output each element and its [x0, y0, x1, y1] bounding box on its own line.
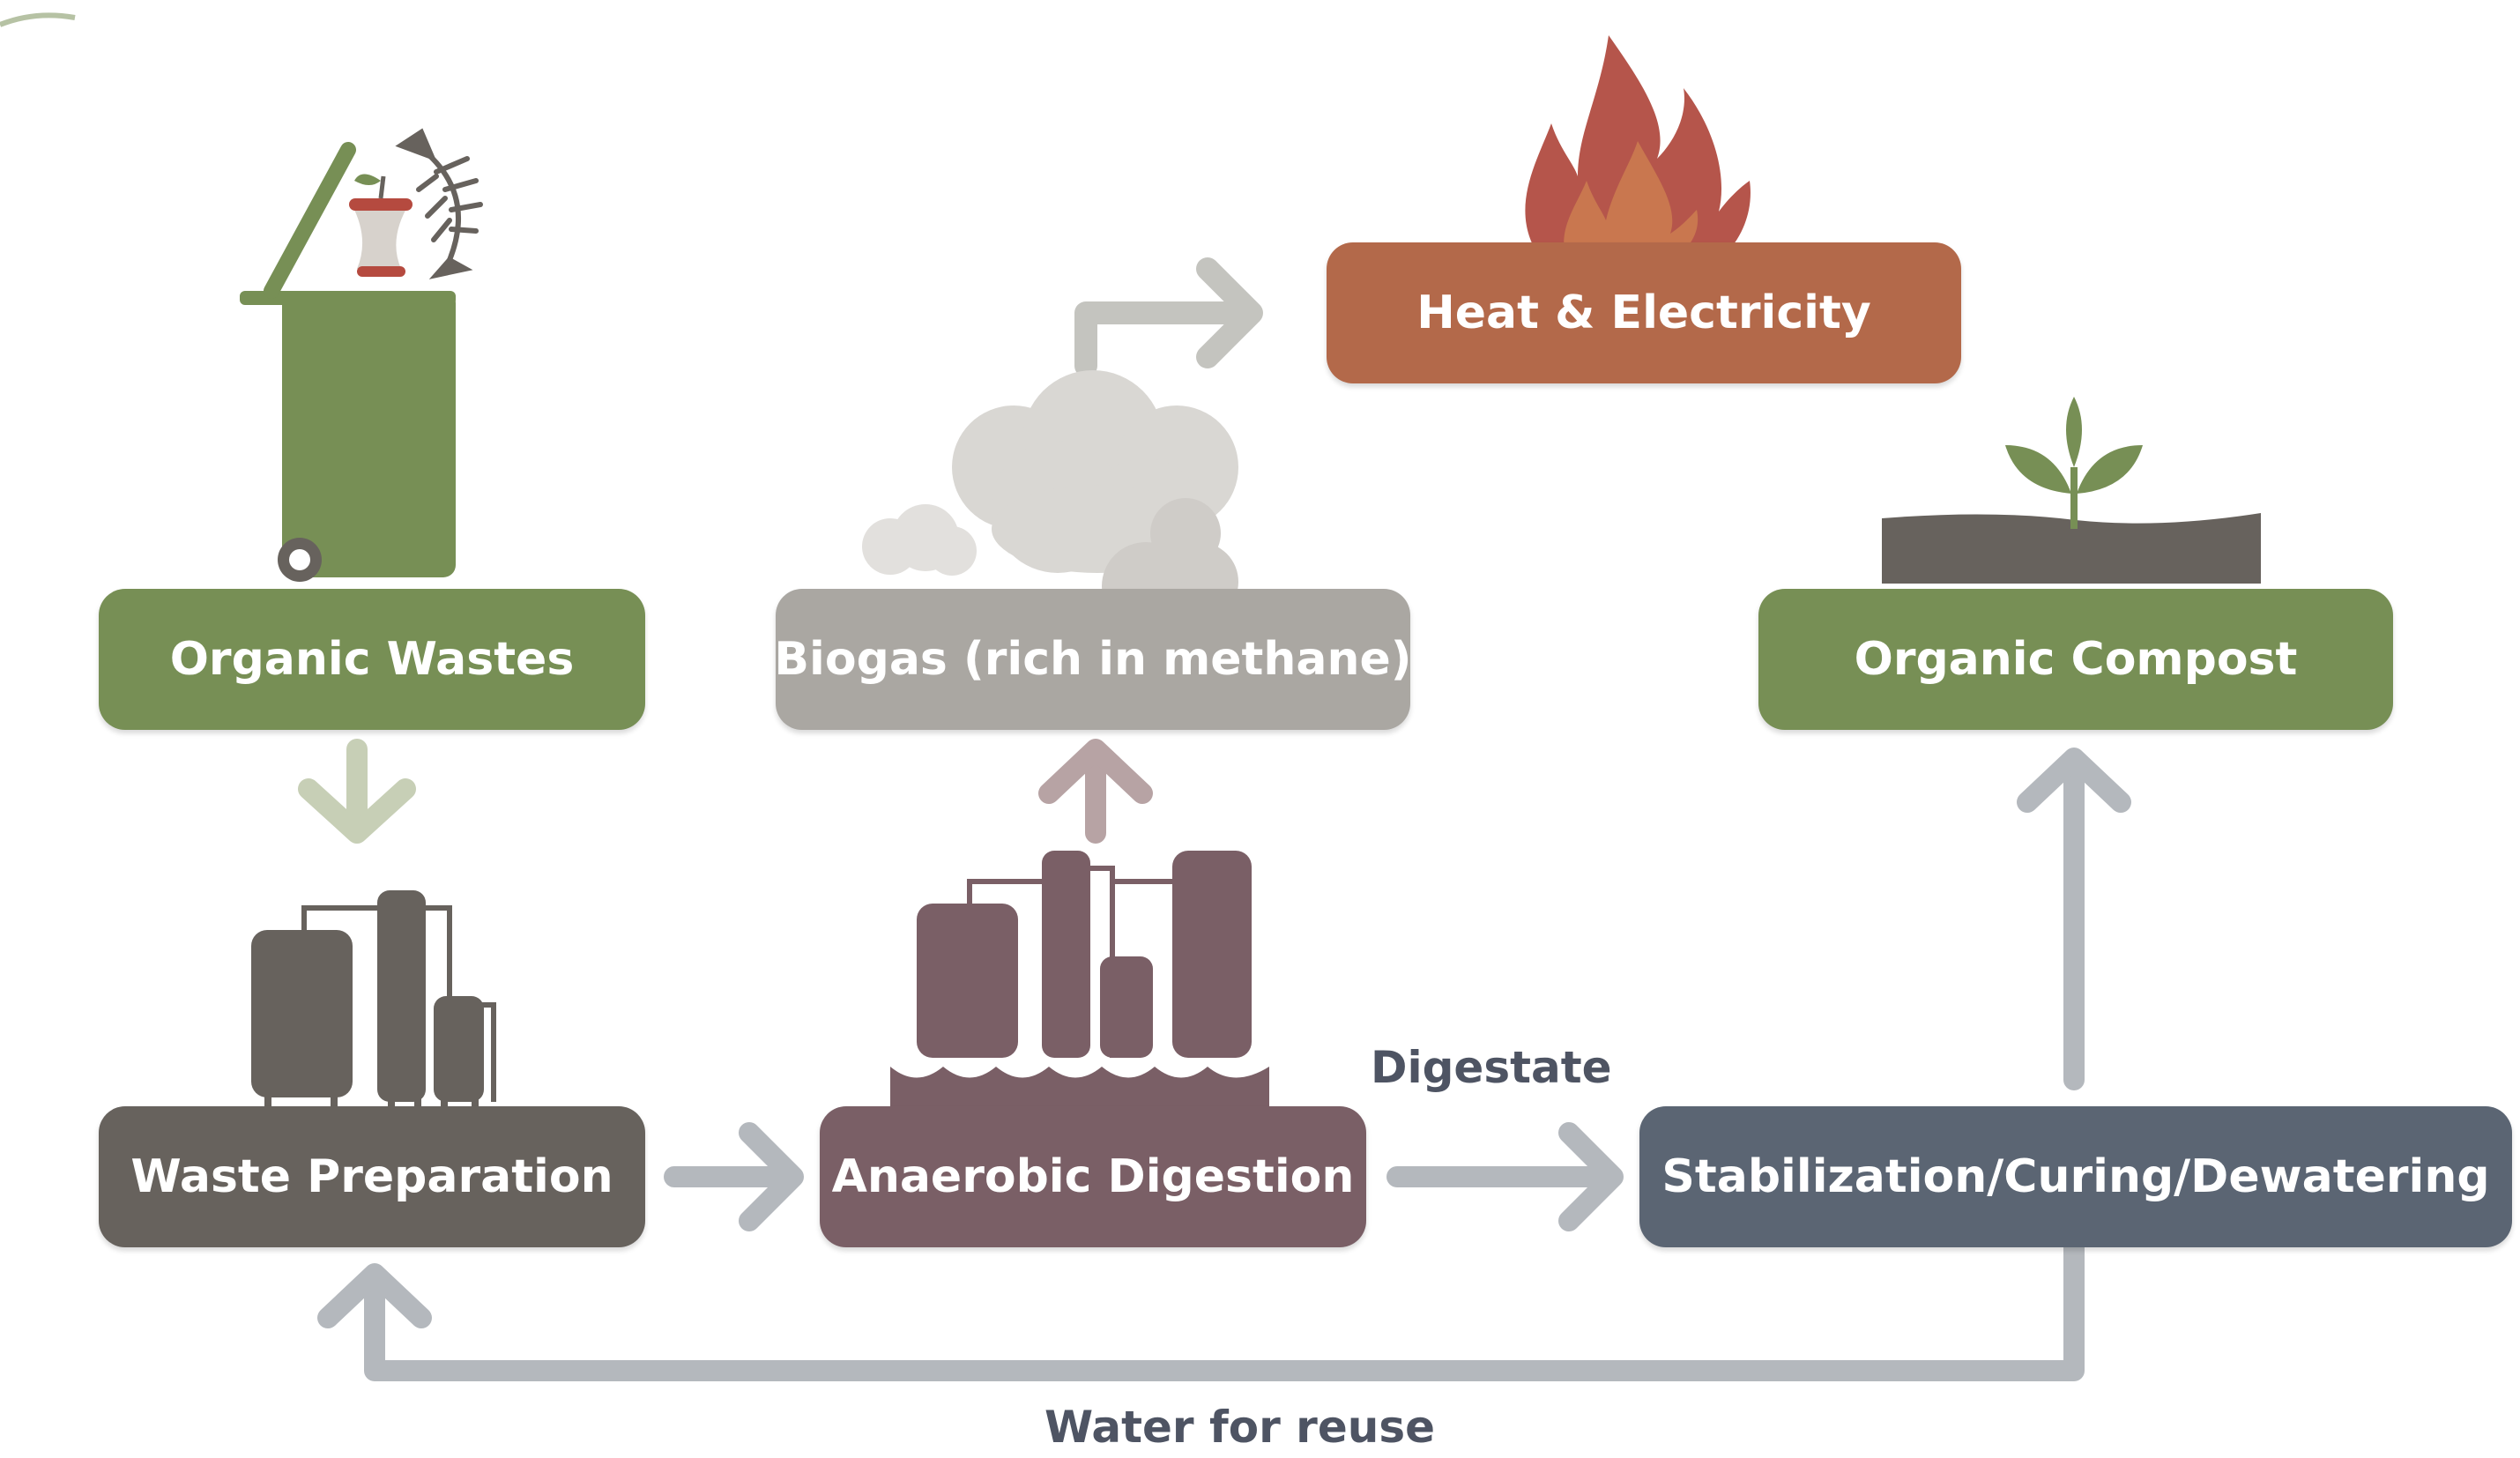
arrow-wastes-to-preparation — [298, 739, 416, 844]
preparation-tanks-icon — [251, 890, 496, 1111]
flame-icon — [1525, 35, 1751, 256]
arrow-preparation-to-digestion — [664, 1122, 804, 1231]
node-biogas: Biogas (rich in methane) — [774, 589, 1412, 730]
corner-decoration — [0, 12, 76, 27]
digester-tanks-icon — [890, 851, 1269, 1115]
node-heat-electricity: Heat & Electricity — [1327, 242, 1961, 383]
node-waste-preparation: Waste Preparation — [99, 1106, 645, 1247]
node-stabilization: Stabilization/Curing/Dewatering — [1639, 1106, 2512, 1247]
apple-core-icon — [349, 174, 413, 277]
soil-sprout-icon — [1882, 397, 2261, 584]
arrow-water-for-reuse — [317, 1237, 2085, 1381]
label-digestate: Digestate — [1371, 1042, 1612, 1093]
green-bin-icon — [240, 142, 456, 582]
label-water-for-reuse: Water for reuse — [1044, 1402, 1435, 1453]
arrow-stabilization-to-compost — [2017, 748, 2131, 1090]
arrow-digestion-to-biogas — [1038, 739, 1153, 844]
fish-bone-icon — [395, 128, 483, 279]
arrow-digestion-to-stabilization — [1386, 1122, 1624, 1231]
node-anaerobic-digestion: Anaerobic Digestion — [820, 1106, 1366, 1247]
node-organic-compost: Organic Compost — [1758, 589, 2393, 730]
node-organic-wastes: Organic Wastes — [99, 589, 645, 730]
arrow-biogas-to-heat — [1074, 257, 1263, 377]
